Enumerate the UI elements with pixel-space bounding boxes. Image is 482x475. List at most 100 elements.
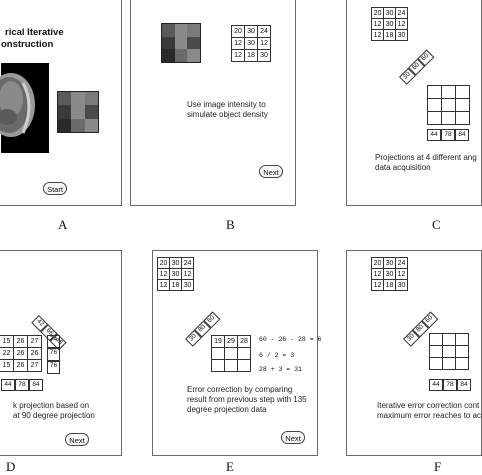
next-button[interactable]: Next bbox=[259, 165, 283, 178]
next-button[interactable]: Next bbox=[281, 431, 305, 444]
grid-cell: 12 bbox=[231, 37, 245, 50]
grid-cell: 27 bbox=[27, 335, 42, 348]
grid-cell: 30 bbox=[257, 49, 271, 62]
grid-cell: 30 bbox=[395, 29, 408, 41]
grid-cell: 18 bbox=[244, 49, 258, 62]
grid-cell: 30 bbox=[383, 257, 396, 269]
projection-cell: 78 bbox=[15, 379, 29, 391]
caption-line2: data acquisition bbox=[375, 163, 431, 172]
grid-cell: 30 bbox=[244, 37, 258, 50]
grid-cell: 12 bbox=[371, 268, 384, 280]
grid-cell bbox=[211, 359, 225, 372]
grid-cell: 26 bbox=[13, 347, 28, 360]
grid-cell bbox=[455, 111, 470, 125]
equation-1: 60 - 26 - 28 = 6 bbox=[259, 336, 322, 343]
projection-cell: 78 bbox=[441, 129, 455, 141]
grid-cell: 26 bbox=[13, 335, 28, 348]
reconstruction-grid bbox=[429, 333, 469, 370]
grid-cell: 15 bbox=[0, 359, 14, 372]
grid-cell: 30 bbox=[169, 257, 182, 269]
grid-cell bbox=[237, 347, 251, 360]
grid-cell: 30 bbox=[383, 18, 396, 30]
grid-cell: 12 bbox=[371, 18, 384, 30]
panel-c-label: C bbox=[432, 217, 441, 232]
panel-d-label: D bbox=[6, 459, 16, 474]
projection-cell: 84 bbox=[457, 379, 471, 391]
grid-cell bbox=[455, 333, 469, 346]
bottom-projection: 44 78 84 bbox=[427, 129, 469, 141]
grid-cell: 27 bbox=[27, 359, 42, 372]
grid-cell: 12 bbox=[395, 268, 408, 280]
grid-cell: 28 bbox=[237, 335, 251, 348]
grid-cell: 12 bbox=[157, 268, 170, 280]
grid-cell: 30 bbox=[244, 25, 258, 38]
grid-cell: 30 bbox=[383, 268, 396, 280]
panel-f-label: F bbox=[434, 459, 442, 474]
next-button[interactable]: Next bbox=[65, 433, 89, 446]
start-button[interactable]: Start bbox=[43, 182, 67, 195]
projection-cell: 74 bbox=[47, 335, 60, 348]
caption-line2: simulate object density bbox=[187, 110, 268, 119]
grid-cell bbox=[442, 333, 456, 346]
grid-cell: 24 bbox=[181, 257, 194, 269]
grid-cell bbox=[237, 359, 251, 372]
projection-cell: 84 bbox=[29, 379, 43, 391]
grid-cell bbox=[455, 357, 469, 370]
equation-2: 6 / 2 = 3 bbox=[259, 352, 295, 359]
grid-cell: 15 bbox=[0, 335, 14, 348]
pixel-patch-image bbox=[57, 91, 99, 133]
ct-brain-image bbox=[0, 63, 49, 153]
caption-line1: Error correction by comparing bbox=[187, 385, 293, 394]
grid-cell bbox=[455, 345, 469, 358]
projection-cell: 44 bbox=[427, 129, 441, 141]
grid-cell: 12 bbox=[181, 268, 194, 280]
projection-cell: 76 bbox=[47, 361, 60, 374]
caption-line1: Iterative error correction cont bbox=[377, 401, 480, 410]
projection-cell: 76 bbox=[47, 348, 60, 361]
grid-cell: 20 bbox=[231, 25, 245, 38]
grid-cell: 30 bbox=[169, 268, 182, 280]
panel-a-title-line2: onstruction bbox=[1, 39, 54, 50]
grid-cell bbox=[211, 347, 225, 360]
projection-cell: 44 bbox=[429, 379, 443, 391]
caption-line2: at 90 degree projection bbox=[13, 411, 95, 420]
grid-cell: 12 bbox=[257, 37, 271, 50]
projection-cell: 84 bbox=[455, 129, 469, 141]
grid-cell bbox=[441, 111, 456, 125]
grid-cell bbox=[427, 111, 442, 125]
panel-e-label: E bbox=[226, 459, 234, 474]
bottom-projection: 44 78 84 bbox=[429, 379, 471, 391]
grid-cell: 20 bbox=[371, 257, 384, 269]
grid-cell bbox=[224, 359, 238, 372]
bottom-projection: 44 78 84 bbox=[1, 379, 43, 391]
caption-line3: degree projection data bbox=[187, 405, 267, 414]
grid-cell: 12 bbox=[371, 279, 384, 291]
caption-line2: result from previous step with 135 bbox=[187, 395, 307, 404]
grid-cell bbox=[441, 85, 456, 99]
grid-cell: 12 bbox=[157, 279, 170, 291]
caption-line2: maximum error reaches to ac bbox=[377, 411, 482, 420]
grid-cell: 30 bbox=[383, 7, 396, 19]
equation-3: 28 + 3 = 31 bbox=[259, 366, 302, 373]
caption-line1: Projections at 4 different ang bbox=[375, 153, 477, 162]
grid-cell: 24 bbox=[395, 257, 408, 269]
grid-cell: 22 bbox=[0, 347, 14, 360]
grid-cell: 18 bbox=[383, 279, 396, 291]
grid-cell: 30 bbox=[181, 279, 194, 291]
panel-a: rical Iterative onstruction Start bbox=[0, 0, 122, 206]
diagonal-projection: 30 60 60 bbox=[399, 49, 435, 85]
grid-cell: 12 bbox=[371, 29, 384, 41]
grid-cell: 20 bbox=[157, 257, 170, 269]
grid-cell: 19 bbox=[211, 335, 225, 348]
projection-cell: 44 bbox=[1, 379, 15, 391]
grid-cell bbox=[427, 85, 442, 99]
grid-cell bbox=[455, 85, 470, 99]
